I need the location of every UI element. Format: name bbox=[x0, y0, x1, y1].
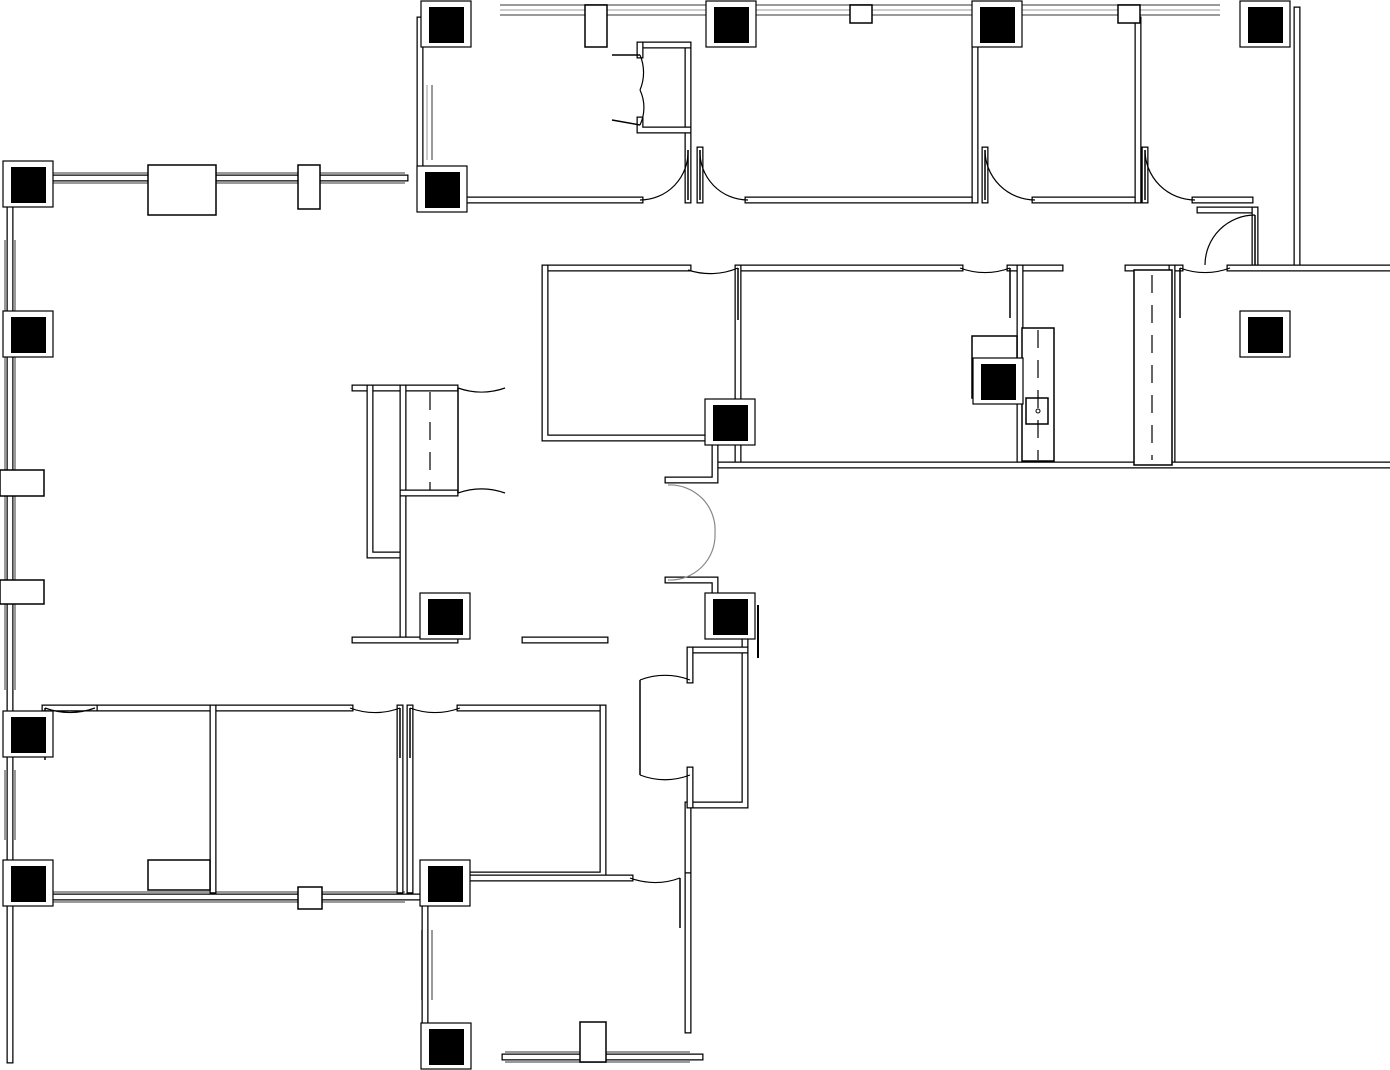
pilaster bbox=[1117, 4, 1141, 24]
door-swing-arc bbox=[639, 149, 689, 201]
wall-core bbox=[665, 435, 718, 483]
column bbox=[714, 7, 749, 43]
column bbox=[428, 599, 463, 635]
pilaster bbox=[0, 469, 45, 497]
door-swing-arc bbox=[1204, 214, 1256, 266]
pilaster bbox=[297, 886, 323, 910]
wall-core bbox=[637, 117, 691, 133]
column bbox=[429, 1029, 464, 1065]
column bbox=[425, 172, 460, 208]
double-door-swing-arc bbox=[667, 484, 716, 581]
door-swing-arc bbox=[457, 488, 506, 494]
door-swing-arc bbox=[687, 267, 739, 275]
door-swing-arc bbox=[44, 707, 96, 714]
cabinet bbox=[147, 164, 217, 216]
door-leaf bbox=[611, 119, 641, 126]
door-swing-arc bbox=[639, 54, 645, 91]
door-swing-arc bbox=[1179, 267, 1231, 274]
door-swing-arc bbox=[349, 707, 401, 714]
column bbox=[429, 7, 464, 43]
door-swing-arc bbox=[409, 707, 461, 714]
door-swing-arc bbox=[1144, 149, 1196, 201]
column bbox=[11, 717, 46, 753]
wall bbox=[461, 704, 607, 879]
sink bbox=[1025, 397, 1049, 425]
column bbox=[713, 405, 748, 441]
wall-core bbox=[685, 637, 748, 873]
column bbox=[11, 167, 46, 203]
column bbox=[1248, 317, 1283, 353]
column bbox=[980, 7, 1015, 43]
pilaster bbox=[0, 579, 45, 605]
column bbox=[1248, 7, 1283, 43]
wall bbox=[41, 893, 429, 1069]
column bbox=[11, 317, 46, 353]
door-swing-arc bbox=[639, 674, 691, 681]
fixtures bbox=[0, 4, 1173, 1063]
door-swing-arc bbox=[639, 774, 691, 781]
wall bbox=[366, 384, 404, 559]
pilaster bbox=[849, 4, 873, 24]
door-swing-arc bbox=[959, 267, 1011, 274]
pilaster bbox=[297, 164, 321, 210]
door-swing-arc bbox=[639, 89, 645, 126]
door-swing-arc bbox=[699, 149, 749, 201]
sink-drain bbox=[1035, 408, 1041, 414]
wall-core bbox=[462, 705, 606, 878]
wall bbox=[684, 636, 749, 874]
door-swing-arc bbox=[984, 149, 1036, 201]
pilaster bbox=[584, 4, 608, 48]
shaft bbox=[1133, 269, 1173, 466]
wall-core bbox=[42, 894, 428, 1068]
cabinet bbox=[147, 859, 211, 891]
wall-core bbox=[542, 265, 718, 441]
column bbox=[11, 866, 46, 902]
door-swing-arc bbox=[457, 387, 506, 393]
structural-columns bbox=[2, 0, 1291, 1070]
column bbox=[713, 599, 748, 635]
wall-core bbox=[367, 385, 403, 558]
doors bbox=[44, 54, 1256, 928]
wall bbox=[541, 264, 719, 442]
column bbox=[428, 866, 463, 902]
door-swing-arc bbox=[629, 877, 681, 884]
column bbox=[981, 364, 1016, 400]
pilaster bbox=[579, 1021, 607, 1063]
